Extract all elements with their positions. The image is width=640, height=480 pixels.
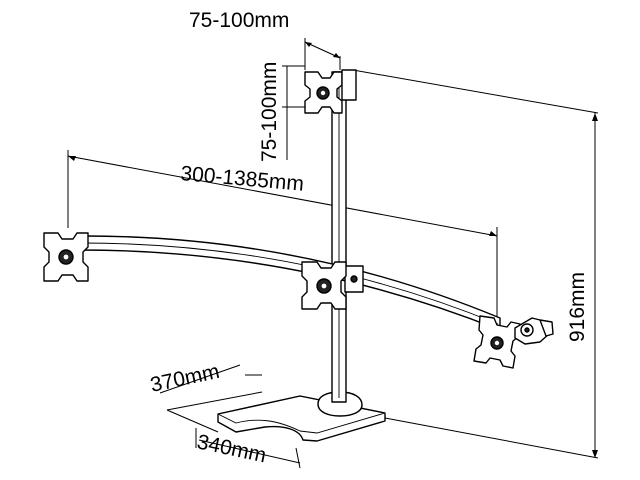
curved-arm: [79, 235, 501, 331]
center-vesa-plate: [301, 261, 347, 310]
base-width-label: 340mm: [195, 430, 268, 467]
right-vesa-plate: [473, 315, 554, 369]
vesa-horizontal-label: 75-100mm: [189, 9, 289, 32]
top-vesa-plate: [304, 69, 357, 114]
vesa-vertical-label: 75-100mm: [258, 62, 281, 162]
arm-span-label: 300-1385mm: [180, 162, 305, 196]
left-vesa-plate: [43, 232, 89, 282]
center-pole: [317, 71, 363, 417]
total-height-label: 916mm: [566, 272, 589, 342]
dimension-lines: [67, 38, 599, 469]
base-depth-label: 370mm: [148, 360, 221, 397]
